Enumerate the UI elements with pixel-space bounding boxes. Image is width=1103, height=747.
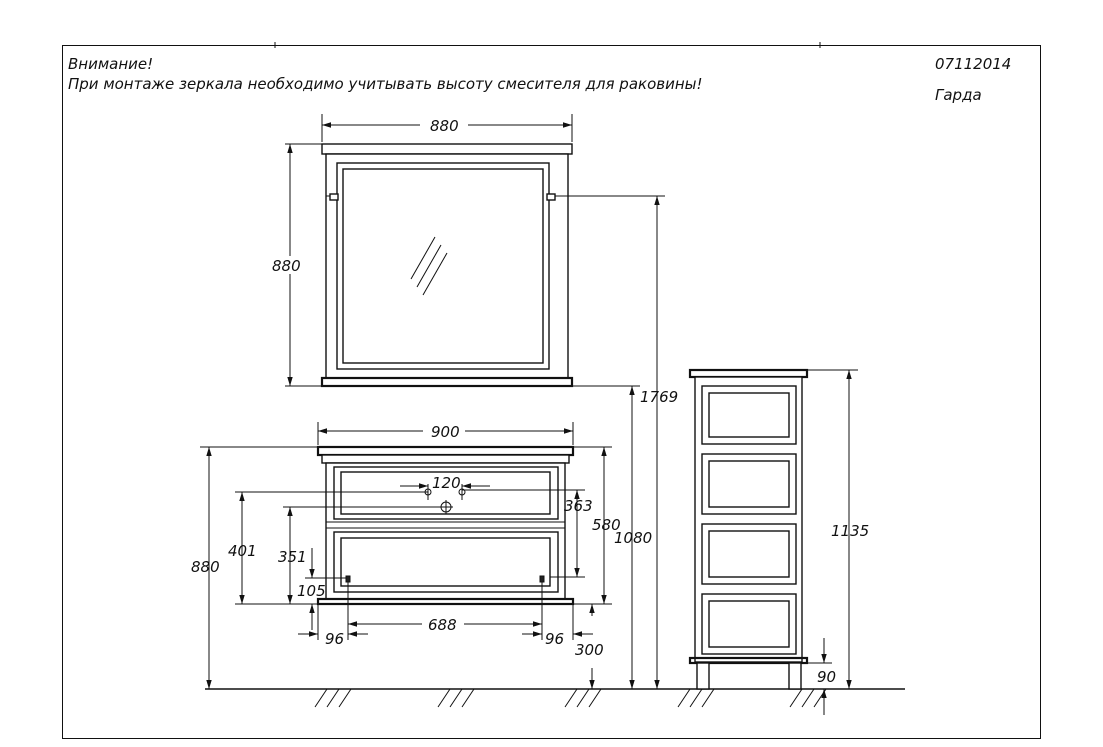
dim-688: 688 xyxy=(428,616,457,634)
drawing-code: 07112014 xyxy=(935,55,1012,73)
dim-96-right: 96 xyxy=(545,630,564,648)
dim-351: 351 xyxy=(278,548,307,566)
dim-1135: 1135 xyxy=(831,522,869,540)
dim-96-left: 96 xyxy=(325,630,344,648)
warning-title: Внимание! xyxy=(68,55,154,73)
dim-vanity-width: 900 xyxy=(431,423,460,441)
dim-mirror-height: 880 xyxy=(272,257,301,275)
warning-text: При монтаже зеркала необходимо учитывать… xyxy=(68,75,703,93)
dim-105: 105 xyxy=(297,582,326,600)
dim-120: 120 xyxy=(432,474,461,492)
dim-401: 401 xyxy=(228,542,257,560)
floor-line xyxy=(205,688,905,708)
dim-363: 363 xyxy=(564,497,593,515)
dim-total-1080: 1080 xyxy=(614,529,652,547)
tall-cabinet xyxy=(688,368,809,690)
dim-300: 300 xyxy=(575,641,604,659)
dim-580: 580 xyxy=(592,516,621,534)
dim-mirror-top: 1769 xyxy=(640,388,678,406)
dim-mirror-width: 880 xyxy=(430,117,459,135)
dim-vanity-height: 880 xyxy=(191,558,220,576)
mirror xyxy=(320,143,574,388)
series-name: Гарда xyxy=(935,86,982,104)
dim-90: 90 xyxy=(817,668,836,686)
vanity-cabinet xyxy=(316,445,575,606)
